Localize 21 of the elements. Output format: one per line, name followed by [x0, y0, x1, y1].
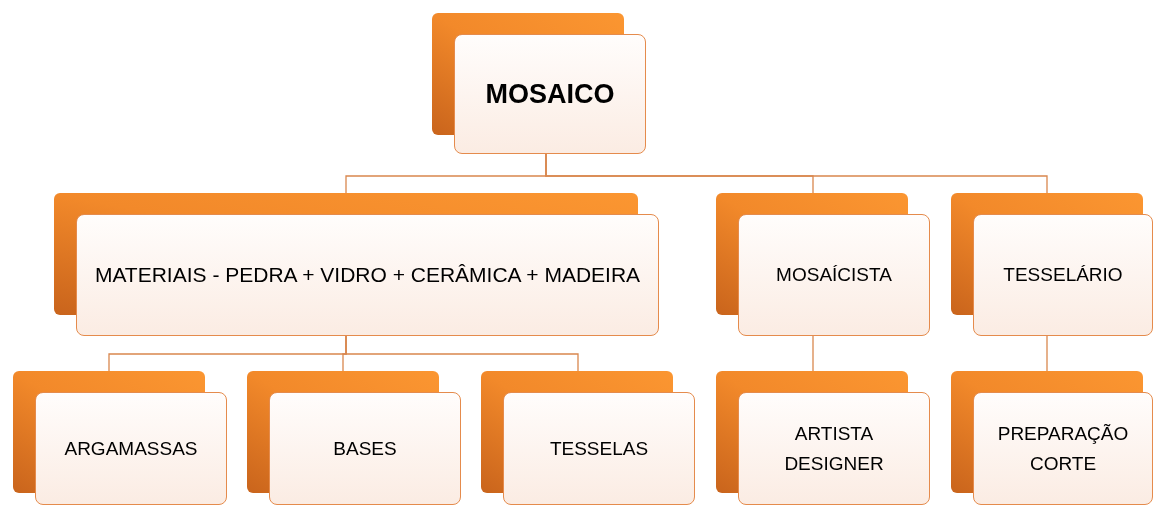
- card-label: ARGAMASSAS: [64, 436, 198, 461]
- stacked-card: [716, 371, 930, 505]
- card-label: MOSAICO: [485, 77, 615, 111]
- stacked-card: [716, 193, 930, 336]
- stacked-card: [432, 13, 646, 154]
- stacked-card: [951, 193, 1153, 336]
- stacked-card: [54, 193, 659, 336]
- stacked-card: [481, 371, 695, 505]
- card-label: TESSELÁRIO: [1003, 263, 1123, 287]
- card-label: MATERIAIS - PEDRA + VIDRO + CERÂMICA + MADEIRA: [94, 262, 641, 288]
- card-label: BASES: [333, 436, 397, 461]
- connector-line: [545, 153, 1048, 194]
- card-label: ARTISTA DESIGNER: [783, 421, 885, 476]
- card-label: PREPARAÇÃO CORTE: [996, 421, 1130, 476]
- connector-line: [1046, 335, 1048, 372]
- connector-line: [345, 335, 579, 372]
- connector-line: [812, 335, 814, 372]
- card-label: MOSAÍCISTA: [776, 263, 892, 287]
- card-label: TESSELAS: [549, 436, 649, 461]
- stacked-card: [247, 371, 461, 505]
- stacked-card: [13, 371, 227, 505]
